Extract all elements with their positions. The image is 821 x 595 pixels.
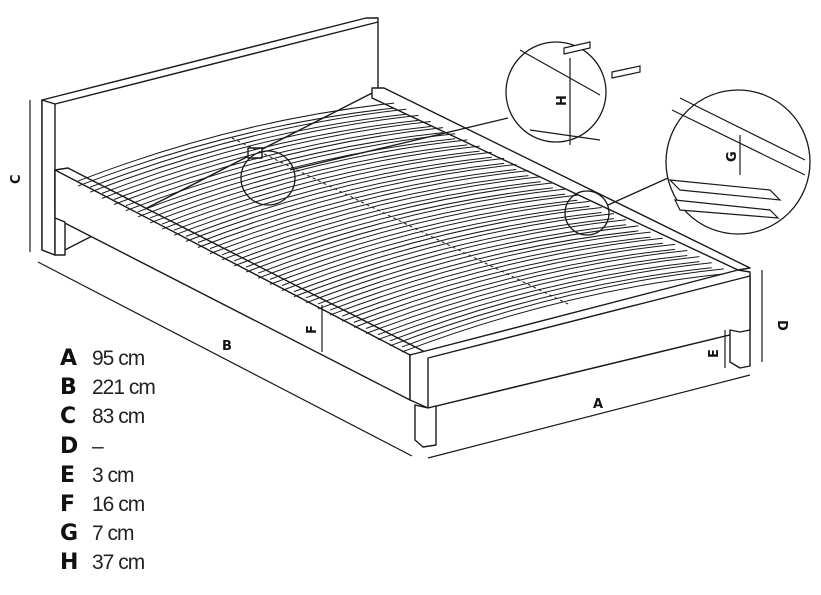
detail-marker-g <box>564 190 610 236</box>
bed-slat <box>113 121 431 200</box>
bed-slat <box>77 107 395 187</box>
center-support-beam <box>231 137 571 306</box>
bed-slat <box>101 114 419 194</box>
back-left-leg <box>54 217 66 256</box>
dim-line-a <box>427 374 751 459</box>
dim-label-f: F <box>305 325 320 334</box>
far-side-rail <box>371 87 751 271</box>
bed-slat <box>353 243 676 323</box>
bed-slat <box>245 188 566 268</box>
bed-slat <box>329 236 651 316</box>
bed-slat <box>305 219 627 299</box>
bed-slat <box>197 164 517 243</box>
bed-slat <box>161 145 480 225</box>
bed-slat <box>149 139 468 219</box>
bed-slat <box>125 132 444 212</box>
bed-slat <box>209 170 529 250</box>
bed-slat <box>317 230 639 310</box>
callout-line-h <box>289 117 509 171</box>
bed-slat <box>173 156 492 236</box>
dim-label-b: B <box>222 339 232 354</box>
bed-slat <box>257 199 578 279</box>
bed-slat <box>161 150 480 230</box>
bed-slat <box>305 224 627 304</box>
bed-slat <box>89 108 407 188</box>
bed-slat <box>149 144 468 224</box>
bed-slat <box>89 113 407 193</box>
bed-slat <box>137 138 456 218</box>
dim-label-a: A <box>593 397 603 412</box>
bed-slat <box>113 126 431 205</box>
bed-slat <box>401 268 724 348</box>
bed-slat <box>365 255 688 334</box>
bed-slat <box>293 218 615 298</box>
bed-slat <box>293 213 615 293</box>
bed-slat <box>125 127 444 207</box>
bed-slat <box>77 102 395 182</box>
dim-label-c: C <box>9 174 24 184</box>
bed-slat <box>317 225 639 305</box>
bed-slat <box>377 256 700 336</box>
bed-slat <box>185 162 505 242</box>
detail-circle-h <box>505 41 607 143</box>
bed-slat <box>197 169 517 248</box>
bed-slat <box>233 187 553 267</box>
bed-slat <box>353 248 676 328</box>
dim-label-d: D <box>774 320 789 331</box>
headboard-bracket <box>247 147 263 159</box>
bed-slat <box>101 119 419 199</box>
legend-row-d: D– <box>60 433 104 459</box>
headboard-front <box>41 99 56 256</box>
bed-slat <box>269 200 590 280</box>
front-left-leg <box>414 404 437 448</box>
bed-slat <box>209 175 529 255</box>
front-right-leg <box>729 329 751 369</box>
bed-slat <box>185 157 505 237</box>
bed-slat <box>269 205 590 285</box>
bed-slat <box>245 193 566 273</box>
bed-slat <box>401 273 724 353</box>
headboard-edge <box>54 21 379 105</box>
bed-slat <box>281 207 602 286</box>
bed-slat <box>233 182 553 262</box>
dim-label-g: G <box>725 151 740 162</box>
bed-slat <box>173 151 492 231</box>
bed-slat <box>221 181 541 261</box>
dim-line-b <box>37 261 413 457</box>
bed-slat <box>341 237 663 317</box>
bed-slat <box>257 194 578 274</box>
bed-slat <box>389 262 712 342</box>
bed-slat <box>365 250 688 329</box>
bed-slat <box>137 133 456 213</box>
dim-label-e: E <box>707 349 722 358</box>
callout-line-g <box>607 177 669 206</box>
bed-slat <box>281 212 602 291</box>
detail-marker-h <box>240 150 296 206</box>
bed-slat <box>329 231 651 311</box>
dim-label-h: H <box>555 95 570 106</box>
bed-slat <box>221 176 541 256</box>
